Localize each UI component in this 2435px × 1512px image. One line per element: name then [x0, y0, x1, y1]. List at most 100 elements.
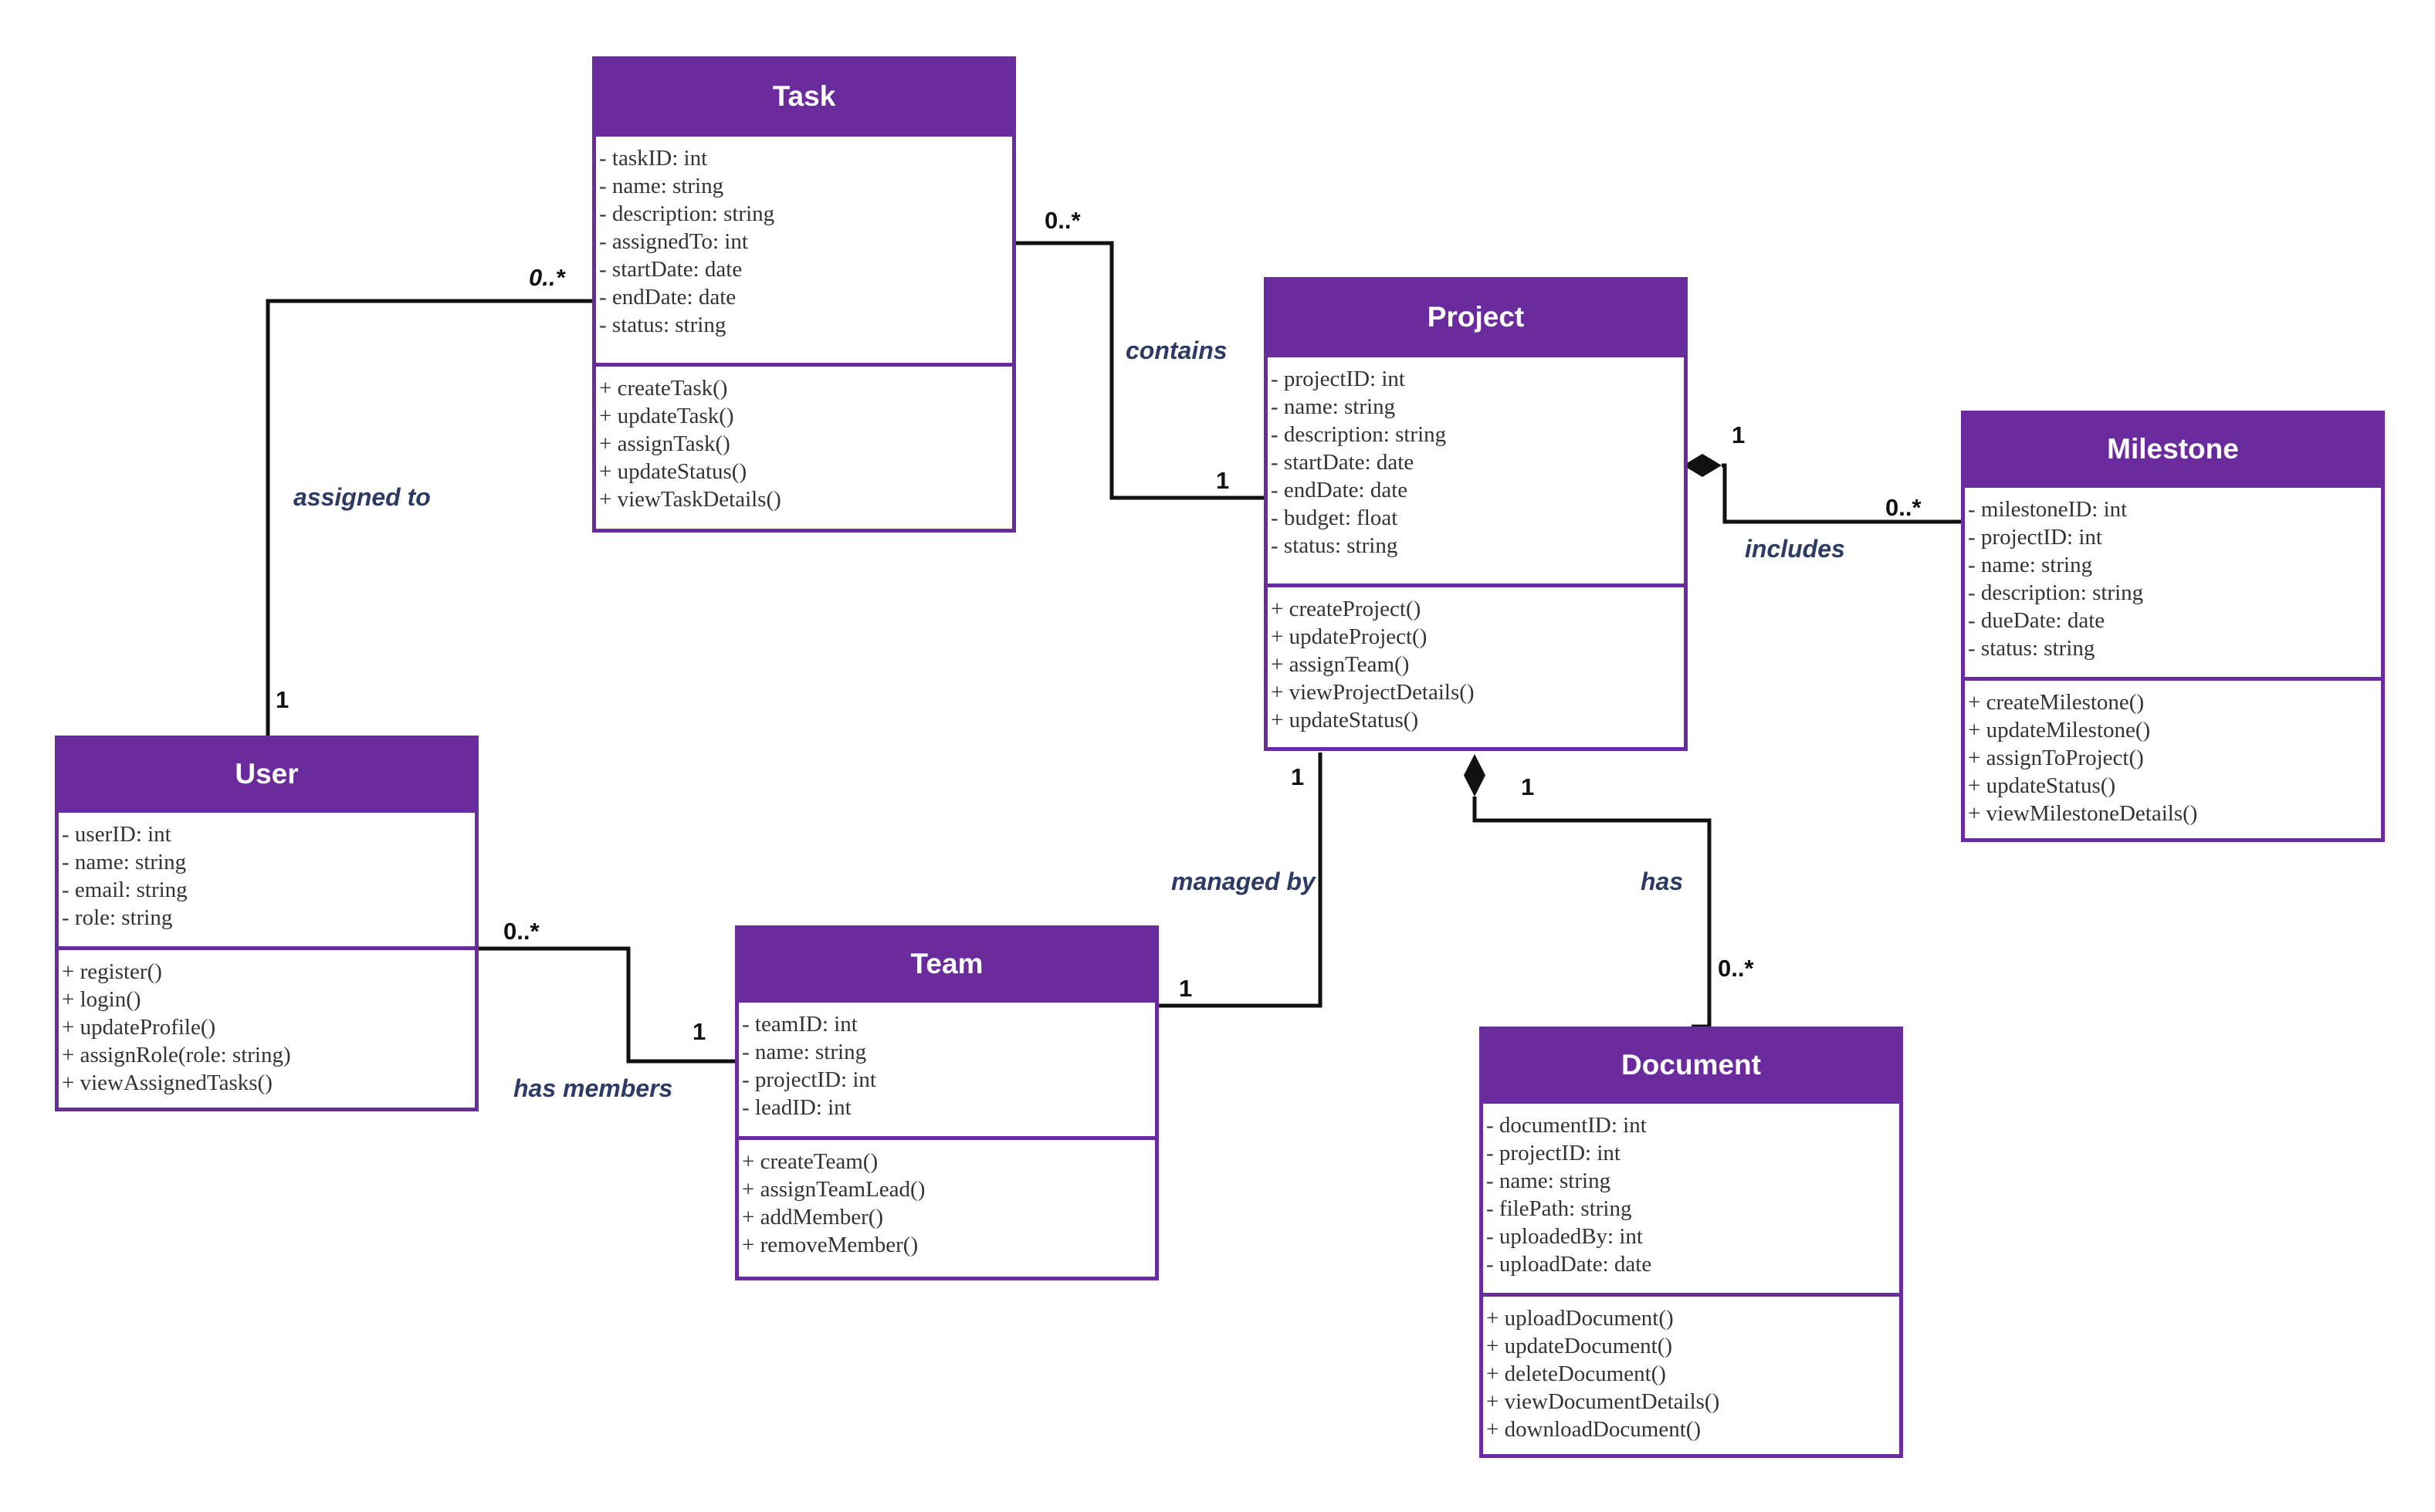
attribute-item: - name: string — [1271, 394, 1396, 419]
method-item: + assignRole(role: string) — [62, 1043, 291, 1067]
method-item: + addMember() — [742, 1205, 884, 1230]
method-item: + updateMilestone() — [1968, 718, 2151, 742]
attribute-item: - description: string — [1968, 580, 2144, 605]
class-team-methods: + createTeam() + assignTeamLead() + addM… — [739, 1136, 1155, 1259]
attribute-item: - teamID: int — [742, 1012, 858, 1037]
multiplicity-has-document: 0..* — [1718, 955, 1754, 982]
method-item: + createTask() — [599, 376, 728, 401]
method-item: + createTeam() — [742, 1149, 879, 1174]
attribute-item: - description: string — [599, 201, 775, 226]
attribute-item: - status: string — [1271, 533, 1398, 558]
attribute-item: - taskID: int — [599, 146, 708, 171]
class-milestone[interactable]: Milestone - milestoneID: int - projectID… — [1961, 411, 2385, 842]
multiplicity-has-members-user: 0..* — [503, 918, 540, 945]
class-team[interactable]: Team - teamID: int - name: string - proj… — [735, 925, 1159, 1280]
attribute-item: - endDate: date — [1271, 478, 1408, 502]
method-item: + updateStatus() — [1271, 708, 1419, 732]
multiplicity-assigned-to-user: 1 — [276, 686, 289, 713]
method-item: + assignToProject() — [1968, 746, 2144, 770]
multiplicity-includes-project: 1 — [1732, 421, 1745, 448]
attribute-item: - endDate: date — [599, 285, 737, 310]
attribute-item: - milestoneID: int — [1968, 497, 2128, 522]
method-item: + register() — [62, 959, 162, 984]
attribute-item: - startDate: date — [1271, 450, 1414, 475]
class-document-attributes: - documentID: int - projectID: int - nam… — [1483, 1100, 1899, 1293]
attribute-item: - leadID: int — [742, 1095, 852, 1120]
attribute-item: - assignedTo: int — [599, 229, 748, 254]
class-project-methods: + createProject() + updateProject() + as… — [1268, 583, 1684, 734]
assigned-to-line — [266, 299, 594, 736]
attribute-item: - projectID: int — [1486, 1141, 1621, 1165]
class-user[interactable]: User - userID: int - name: string - emai… — [55, 736, 479, 1111]
class-task-methods: + createTask() + updateTask() + assignTa… — [596, 363, 1012, 513]
multiplicity-contains-project: 1 — [1216, 467, 1229, 494]
class-team-attributes: - teamID: int - name: string - projectID… — [739, 999, 1155, 1136]
includes-line — [1722, 463, 1963, 524]
method-item: + updateStatus() — [1968, 773, 2116, 798]
method-item: + updateTask() — [599, 404, 734, 428]
method-item: + viewMilestoneDetails() — [1968, 801, 2198, 826]
multiplicity-managed-by-team: 1 — [1179, 975, 1192, 1002]
class-milestone-title: Milestone — [1965, 414, 2381, 484]
relation-label-contains: contains — [1126, 337, 1228, 364]
attribute-item: - budget: float — [1271, 506, 1398, 530]
method-item: + viewAssignedTasks() — [62, 1071, 273, 1095]
composition-diamond-has — [1464, 754, 1485, 797]
attribute-item: - role: string — [62, 905, 173, 930]
class-project[interactable]: Project - projectID: int - name: string … — [1264, 277, 1688, 751]
attribute-item: - uploadedBy: int — [1486, 1224, 1643, 1249]
has-line — [1472, 797, 1712, 1029]
method-item: + uploadDocument() — [1486, 1306, 1674, 1331]
method-item: + assignTeam() — [1271, 652, 1410, 677]
attribute-item: - dueDate: date — [1968, 608, 2105, 633]
attribute-item: - projectID: int — [1968, 525, 2102, 550]
class-task-attributes: - taskID: int - name: string - descripti… — [596, 133, 1012, 363]
class-team-title: Team — [739, 929, 1155, 999]
method-item: + viewProjectDetails() — [1271, 680, 1475, 705]
attribute-item: - startDate: date — [599, 257, 743, 282]
class-document-title: Document — [1483, 1030, 1899, 1100]
method-item: + deleteDocument() — [1486, 1361, 1666, 1386]
multiplicity-has-project: 1 — [1521, 773, 1534, 800]
attribute-item: - name: string — [1486, 1169, 1611, 1193]
attribute-item: - email: string — [62, 878, 188, 902]
method-item: + createMilestone() — [1968, 690, 2145, 715]
attribute-item: - status: string — [1968, 636, 2095, 661]
multiplicity-managed-by-project: 1 — [1291, 763, 1304, 790]
class-user-title: User — [59, 739, 475, 809]
class-project-attributes: - projectID: int - name: string - descri… — [1268, 353, 1684, 583]
contains-line — [1014, 241, 1266, 500]
attribute-item: - description: string — [1271, 422, 1447, 447]
method-item: + downloadDocument() — [1486, 1417, 1702, 1442]
class-project-title: Project — [1268, 281, 1684, 353]
class-task-title: Task — [596, 60, 1012, 133]
attribute-item: - name: string — [1968, 553, 2093, 577]
method-item: + assignTask() — [599, 431, 730, 456]
attribute-item: - projectID: int — [1271, 367, 1405, 391]
method-item: + login() — [62, 987, 141, 1012]
class-user-methods: + register() + login() + updateProfile()… — [59, 946, 475, 1097]
multiplicity-contains-task: 0..* — [1045, 207, 1081, 234]
method-item: + updateDocument() — [1486, 1334, 1673, 1358]
class-document[interactable]: Document - documentID: int - projectID: … — [1479, 1027, 1903, 1458]
attribute-item: - filePath: string — [1486, 1196, 1632, 1221]
attribute-item: - uploadDate: date — [1486, 1252, 1652, 1277]
attribute-item: - documentID: int — [1486, 1113, 1647, 1138]
class-task[interactable]: Task - taskID: int - name: string - desc… — [592, 56, 1016, 533]
attribute-item: - projectID: int — [742, 1067, 876, 1092]
class-document-methods: + uploadDocument() + updateDocument() + … — [1483, 1293, 1899, 1443]
multiplicity-assigned-to-task: 0..* — [529, 264, 566, 291]
method-item: + updateProfile() — [62, 1015, 216, 1040]
method-item: + assignTeamLead() — [742, 1177, 926, 1202]
managed-by-line — [1154, 753, 1322, 1008]
class-user-attributes: - userID: int - name: string - email: st… — [59, 809, 475, 946]
multiplicity-has-members-team: 1 — [693, 1018, 706, 1045]
attribute-item: - name: string — [62, 850, 187, 874]
attribute-item: - name: string — [742, 1040, 867, 1064]
attribute-item: - name: string — [599, 174, 724, 198]
relation-label-has-members: has members — [513, 1074, 672, 1102]
composition-diamond-includes — [1683, 454, 1722, 477]
method-item: + createProject() — [1271, 597, 1421, 621]
